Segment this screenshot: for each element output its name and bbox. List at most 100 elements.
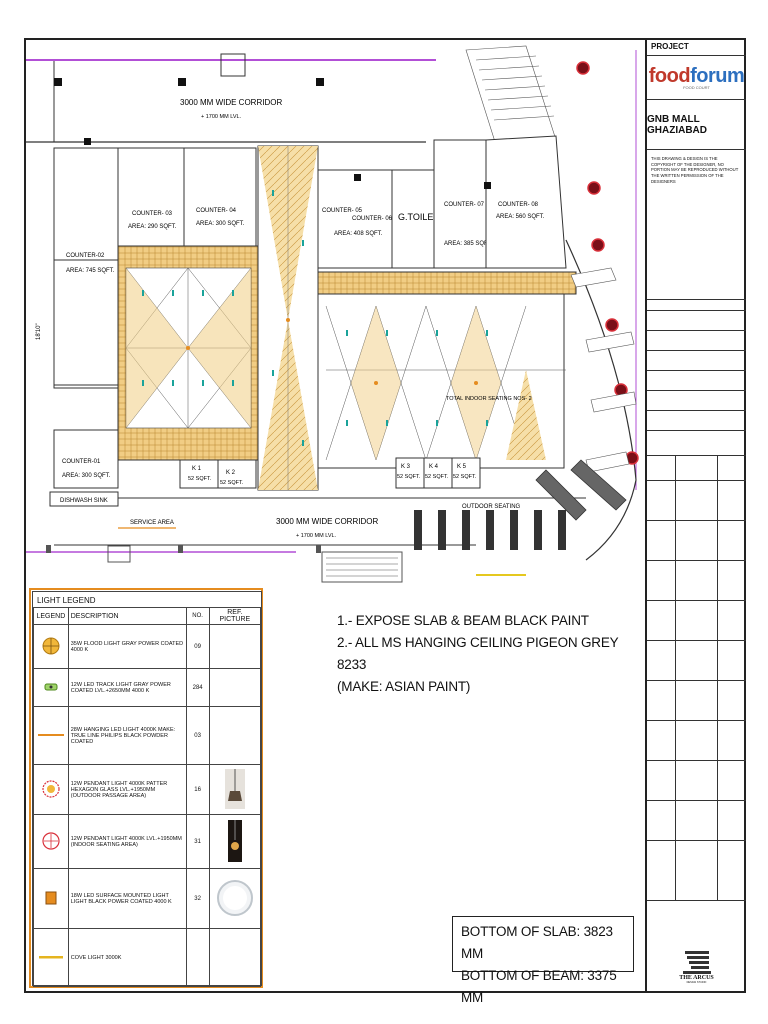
title-block: PROJECT foodforum FOOD COURT GNB MALL GH… [645,40,746,991]
track-light-icon [44,683,58,690]
legend-row: 12W PENDANT LIGHT 4000K PATTER HEXAGON G… [33,764,262,815]
legend-row-count: 31 [185,814,210,869]
client-logo: foodforum FOOD COURT [647,56,746,100]
title-grid-line [647,680,746,681]
flood-light-icon [42,637,60,654]
kiosk-5-name: K 5 [457,464,467,470]
legend-row: 28W HANGING LED LIGHT 4000K MAKE: TRUE L… [33,706,262,765]
counter-03-name: COUNTER- 03 [132,211,173,217]
counter-08-area: AREA: 560 SQFT. [496,214,545,220]
pendant-indoor-photo [227,819,242,862]
title-grid-line [647,900,746,901]
firm-subtitle: DESIGN STUDIO [686,981,707,984]
project-label: PROJECT [647,40,746,56]
counter-03-area: AREA: 290 SQFT. [128,224,177,230]
kiosk-4-area: 52 SQFT. [425,474,449,480]
title-grid-line [647,330,746,331]
dishwash-label: DISHWASH SINK [60,498,108,504]
logo-food-text: food [648,65,691,87]
surface-light-icon [45,891,57,904]
legend-row-description: 18W LED SURFACE MOUNTED LIGHT LIGHT BLAC… [67,868,187,929]
kiosk-5-area: 52 SQFT. [453,474,477,480]
floor-plan: 3000 MM WIDE CORRIDOR + 1700 MM LVL. COU… [26,40,644,585]
title-grid-line [647,350,746,351]
title-grid-line [647,370,746,371]
legend-col-description: DESCRIPTION [67,607,187,625]
counter-02-name: COUNTER-02 [66,253,105,259]
drawing-sheet-border [24,38,746,993]
firm-logo: THE ARCUS DESIGN STUDIO [647,940,746,991]
legend-row-count [185,928,210,987]
pendant-hexagon-icon [42,779,60,798]
bottom-of-beam: BOTTOM OF BEAM: 3375 MM [461,968,617,1005]
firm-name: THE ARCUS [679,975,714,981]
counter-08-name: COUNTER- 08 [498,202,539,208]
legend-row-description: 35W FLOOD LIGHT GRAY POWER COATED 4000 K [67,624,187,669]
counter-07-name: COUNTER- 07 [444,202,485,208]
building-icon [682,951,711,974]
bottom-of-slab: BOTTOM OF SLAB: 3823 MM [461,924,613,961]
legend-col-no: NO. [185,607,210,625]
title-grid-line [647,760,746,761]
legend-row-count: 09 [185,624,210,669]
legend-title: LIGHT LEGEND [37,596,96,605]
kiosk-1-name: K 1 [192,466,202,472]
title-grid-line [647,410,746,411]
title-grid-divider [717,455,718,900]
counter-06-name: COUNTER- 06 [352,216,393,222]
corridor-top-level: + 1700 MM LVL. [201,114,242,120]
legend-row: COVE LIGHT 3000K [33,928,262,987]
title-grid-line [647,640,746,641]
title-grid-line [647,800,746,801]
title-grid-line [647,600,746,601]
legend-row: 12W PENDANT LIGHT 4000K LVL.+1950MM (IND… [33,814,262,869]
corridor-bottom-label: 3000 MM WIDE CORRIDOR [276,517,378,526]
kiosk-3-name: K 3 [401,464,411,470]
counter-02-area: AREA: 745 SQFT. [66,268,115,274]
legend-header-row: LEGEND DESCRIPTION NO. REF. PICTURE [33,607,262,625]
legend-row-description: 12W PENDANT LIGHT 4000K PATTER HEXAGON G… [67,764,187,815]
counter-01-name: COUNTER-01 [62,459,101,465]
legend-row-description: COVE LIGHT 3000K [67,928,187,987]
stair-top [465,45,557,146]
legend-highlight-border [29,588,263,988]
legend-row: 18W LED SURFACE MOUNTED LIGHT LIGHT BLAC… [33,868,262,929]
legend-row: 12W LED TRACK LIGHT GRAY POWER COATED LV… [33,668,262,707]
title-grid-line [647,840,746,841]
legend-row-count: 32 [185,868,210,929]
counter-07-area: AREA: 385 SQFT. [444,241,493,247]
legend-col-ref: REF. PICTURE [208,607,262,625]
pendant-indoor-icon [42,831,60,850]
note-3: (MAKE: ASIAN PAINT) [337,679,471,694]
kiosk-2-area: 52 SQFT. [220,480,244,486]
counter-04-area: AREA: 300 SQFT. [196,221,245,227]
hanging-led-icon [37,733,64,736]
service-area-label: SERVICE AREA [130,520,174,526]
title-grid-line [647,390,746,391]
legend-row-description: 28W HANGING LED LIGHT 4000K MAKE: TRUE L… [67,706,187,765]
copyright-note: THIS DRAWING & DESIGN IS THE COPYRIGHT O… [647,150,746,300]
note-1: 1.- EXPOSE SLAB & BEAM BLACK PAINT [337,613,589,628]
legend-row-count: 03 [185,706,210,765]
title-grid-line [647,560,746,561]
counter-04-name: COUNTER- 04 [196,208,237,214]
light-legend: LIGHT LEGEND LEGEND DESCRIPTION NO. REF.… [32,591,262,987]
kiosk-1-area: 52 SQFT. [188,476,212,482]
legend-col-legend: LEGEND [33,607,69,625]
dimension-left: 18'10" [36,323,42,340]
title-grid-line [647,310,746,311]
corridor-bottom-level: + 1700 MM LVL. [296,533,337,539]
pendant-hexagon-photo [224,768,245,809]
logo-subtitle: FOOD COURT [683,85,710,90]
legend-row-count: 16 [185,764,210,815]
counter-06-area: AREA: 408 SQFT. [334,231,383,237]
outdoor-seating-label: OUTDOOR SEATING [462,504,521,510]
g-toilet-label: G.TOILET [398,212,439,222]
title-grid-line [647,720,746,721]
title-grid-line [647,480,746,481]
indoor-seating-label: TOTAL INDOOR SEATING NOS- 2 [446,396,532,402]
legend-table: LEGEND DESCRIPTION NO. REF. PICTURE 35W … [33,607,262,987]
counter-05-name: COUNTER- 05 [322,208,363,214]
title-grid-line [647,430,746,431]
legend-row: 35W FLOOD LIGHT GRAY POWER COATED 4000 K… [33,624,262,669]
